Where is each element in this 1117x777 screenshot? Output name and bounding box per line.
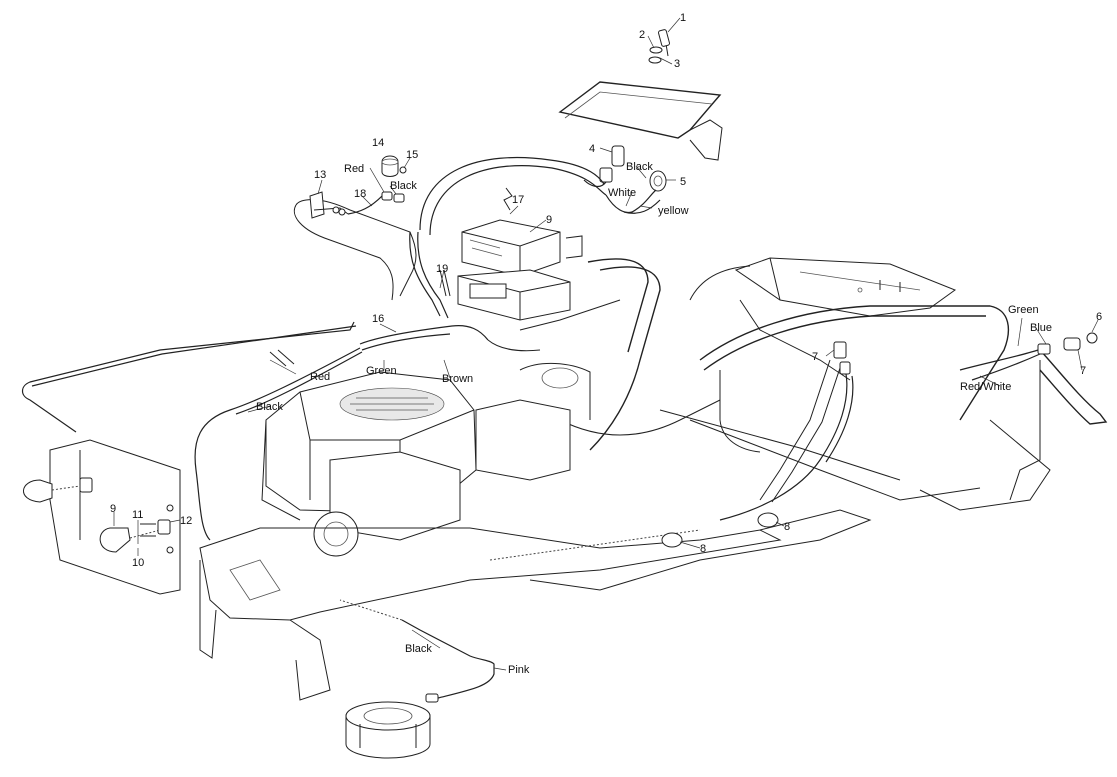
part-label-11: 11 [132, 509, 143, 521]
headlight-bracket [49, 439, 181, 595]
lamp-harness [194, 347, 363, 541]
switch-bracket-13 [309, 191, 349, 219]
solenoid-module [457, 219, 583, 321]
part-label-10: 10 [132, 557, 144, 569]
lamp-socket-10-12 [140, 504, 174, 554]
bracket-part-17 [503, 187, 513, 211]
washer-part-15 [399, 166, 407, 174]
engine [261, 339, 591, 557]
dash-panel [558, 81, 723, 161]
cap-part-14 [381, 155, 399, 177]
part-label-9-module: 9 [546, 214, 552, 226]
wire-label-red-white: Red/White [960, 381, 1011, 393]
connector-part-18 [347, 191, 405, 215]
part-label-6: 6 [1096, 311, 1102, 323]
harness-16-19 [359, 231, 489, 351]
part-label-14: 14 [372, 137, 384, 149]
wire-label-green-center: Green [366, 365, 397, 377]
wire-label-red-left: Red [310, 371, 330, 383]
pto-clutch [345, 701, 431, 759]
leader-lines [113, 17, 1099, 671]
part-label-13: 13 [314, 169, 326, 181]
part-label-7-right: 7 [1080, 365, 1086, 377]
switch-part-4 [583, 145, 625, 188]
part-label-4: 4 [589, 143, 595, 155]
part-label-19: 19 [436, 263, 448, 275]
wire-label-green-right: Green [1008, 304, 1039, 316]
wire-label-black-upper-left: Black [390, 180, 417, 192]
seat-switch-7 [719, 341, 854, 521]
wire-label-brown: Brown [442, 373, 473, 385]
wire-color-labels: Black White yellow Red Black Green Blue … [256, 161, 1052, 676]
wire-label-white: White [608, 187, 636, 199]
part-label-5: 5 [680, 176, 686, 188]
connector-part-5 [649, 170, 667, 192]
wire-label-black-bottom: Black [405, 643, 432, 655]
wire-label-yellow: yellow [658, 205, 689, 217]
part-number-labels: 1 2 3 4 5 6 7 7 8 8 9 9 10 11 12 13 14 1… [110, 12, 1102, 569]
throttle-cable [21, 321, 357, 433]
part-label-17: 17 [512, 194, 524, 206]
right-connector-6-7 [959, 332, 1098, 381]
key-switch-fastener [648, 29, 670, 64]
headlight-right-9 [99, 527, 161, 553]
wire-label-black-top: Black [626, 161, 653, 173]
part-label-2: 2 [639, 29, 645, 41]
part-label-16: 16 [372, 313, 384, 325]
wire-label-red-top: Red [344, 163, 364, 175]
part-label-15: 15 [406, 149, 418, 161]
pto-lead [339, 599, 495, 703]
part-label-3: 3 [674, 58, 680, 70]
part-label-8-left: 8 [700, 543, 706, 555]
dash-harness [419, 156, 661, 236]
part-label-1: 1 [680, 12, 686, 24]
part-label-7-center: 7 [812, 351, 818, 363]
headlight-left [23, 477, 93, 503]
wire-label-black-left: Black [256, 401, 283, 413]
part-label-12: 12 [180, 515, 192, 527]
part-label-18: 18 [354, 188, 366, 200]
wire-label-pink: Pink [508, 664, 530, 676]
part-label-9-lamp: 9 [110, 503, 116, 515]
part-label-8-right: 8 [784, 521, 790, 533]
deck-plate [199, 509, 872, 701]
chassis-frame [519, 257, 1108, 511]
wire-label-blue: Blue [1030, 322, 1052, 334]
